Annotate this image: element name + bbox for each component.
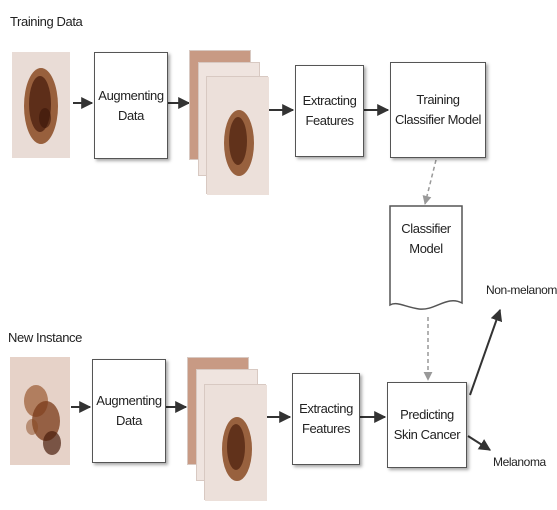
lesion-graphic — [205, 385, 267, 501]
arrow-to-melanoma — [468, 436, 490, 450]
arrow-to-non-melanoma — [470, 310, 500, 395]
training-data-label: Training Data — [10, 14, 82, 29]
lesion-graphic — [12, 52, 70, 158]
lesion-graphic — [207, 77, 269, 195]
new-instance-label: New Instance — [8, 330, 82, 345]
melanoma-label: Melanoma — [493, 455, 546, 469]
predicting-skin-cancer-box: Predicting Skin Cancer — [387, 382, 467, 468]
arrow-train-to-classifier — [425, 160, 436, 204]
new-instance-lesion-image — [10, 357, 70, 465]
extracting-features-box-bottom: Extracting Features — [292, 373, 360, 465]
classifier-model-document: Classifier Model — [389, 205, 463, 317]
stack-card-front — [206, 76, 268, 194]
augmenting-data-box-bottom: Augmenting Data — [92, 359, 166, 463]
training-lesion-image — [12, 52, 70, 158]
augmenting-data-box-top: Augmenting Data — [94, 52, 168, 159]
training-classifier-box: Training Classifier Model — [390, 62, 486, 158]
lesion-graphic — [10, 357, 70, 465]
stack-card-front — [204, 384, 266, 500]
classifier-model-label: Classifier Model — [389, 219, 463, 259]
non-melanoma-label: Non-melanoma — [486, 283, 557, 297]
extracting-features-box-top: Extracting Features — [295, 65, 364, 157]
